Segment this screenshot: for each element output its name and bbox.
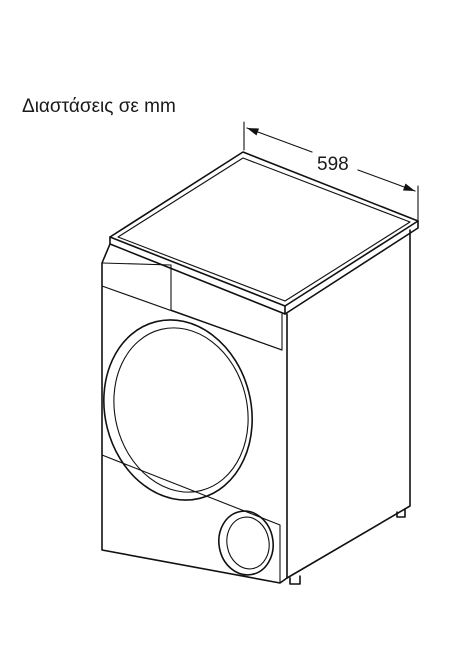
front-panel [101, 243, 288, 584]
control-panel [170, 264, 283, 351]
dimension-width-label: 598 [317, 154, 349, 175]
side-panel [286, 229, 411, 579]
foot-back-right [396, 508, 406, 518]
control-panel-left [101, 262, 172, 266]
arrowhead-left-icon [247, 128, 259, 136]
filter-cover [218, 510, 274, 576]
door-outer [103, 319, 253, 501]
width-dimension: 598 [243, 121, 419, 223]
door-inner [113, 327, 249, 493]
arrowhead-right-icon [403, 183, 415, 191]
top-side-edge [284, 220, 419, 315]
top-panel-inner [117, 157, 411, 302]
dimension-line-left [246, 127, 313, 153]
foot-front-right [289, 575, 301, 585]
drawing-title: Διαστάσεις σε mm [22, 96, 176, 117]
filter-cover-inner [226, 516, 270, 570]
plinth-line [101, 454, 281, 584]
door-surround [101, 285, 283, 351]
top-front-edge [109, 236, 286, 315]
appliance-outline [101, 151, 419, 585]
